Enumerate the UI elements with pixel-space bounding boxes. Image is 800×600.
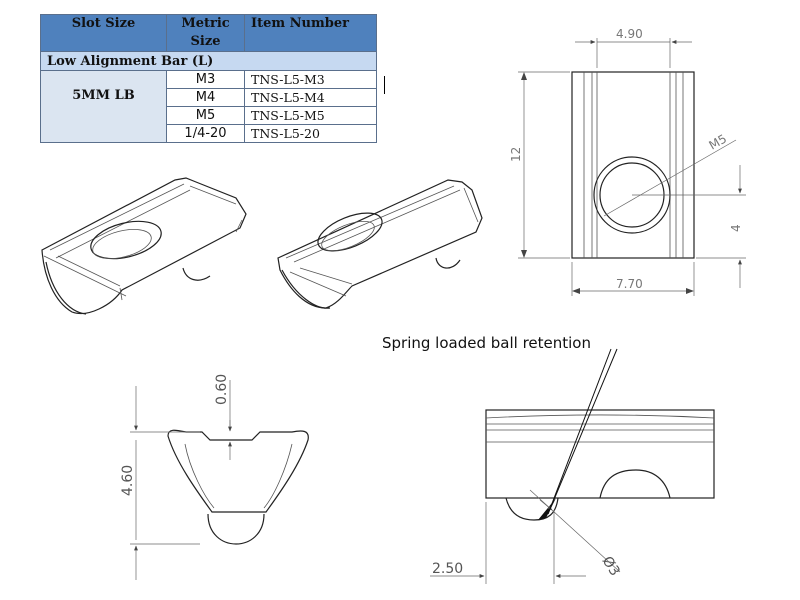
group-row: Low Alignment Bar (L) [40, 51, 377, 71]
metric-cell: M3 [166, 70, 245, 89]
thread-size-label: M5 [707, 131, 730, 152]
height-dimension-end: 4.60 [120, 465, 136, 496]
slot-size-cell: 5MM LB [40, 70, 167, 143]
height-dimension: 12 [509, 147, 523, 162]
item-number-cell: TNS-L5-M5 [244, 106, 377, 125]
table-row: 1/4-20 TNS-L5-20 [41, 124, 377, 143]
header-item-number: Item Number [244, 14, 377, 52]
metric-cell: M5 [166, 106, 245, 125]
width-dimension: 4.90 [616, 27, 643, 41]
table-header-row: Slot Size Metric Size Item Number [40, 14, 377, 52]
side-view: Ø3 2.50 [430, 348, 715, 584]
iso-view-right [277, 179, 483, 309]
lip-dimension: 0.60 [214, 374, 230, 405]
item-number-cell: TNS-L5-M3 [244, 70, 377, 89]
item-number-cell: TNS-L5-20 [244, 124, 377, 143]
table-row: M5 TNS-L5-M5 [41, 106, 377, 125]
end-view: 0.60 4.60 [120, 374, 309, 580]
table-row: M4 TNS-L5-M4 [41, 88, 377, 107]
iso-view-left [41, 177, 247, 315]
metric-cell: 1/4-20 [166, 124, 245, 143]
ball-diameter-dimension: Ø3 [599, 554, 623, 579]
table-row: 5MM LB M3 TNS-L5-M3 [40, 70, 377, 143]
offset-dimension: 2.50 [432, 561, 463, 577]
hole-offset-dimension: 4 [729, 224, 743, 232]
top-view: M5 4.90 12 4 7.70 [509, 27, 746, 296]
group-label: Low Alignment Bar (L) [40, 51, 377, 71]
spec-table: Slot Size Metric Size Item Number Low Al… [40, 14, 377, 143]
text-cursor [384, 76, 385, 94]
base-width-dimension: 7.70 [616, 277, 643, 291]
metric-cell: M4 [166, 88, 245, 107]
header-slot-size: Slot Size [40, 14, 167, 52]
header-metric-line2: Size [190, 34, 221, 49]
ball-retention-callout: Spring loaded ball retention [382, 334, 591, 352]
header-metric-line1: Metric [181, 16, 230, 31]
item-number-cell: TNS-L5-M4 [244, 88, 377, 107]
